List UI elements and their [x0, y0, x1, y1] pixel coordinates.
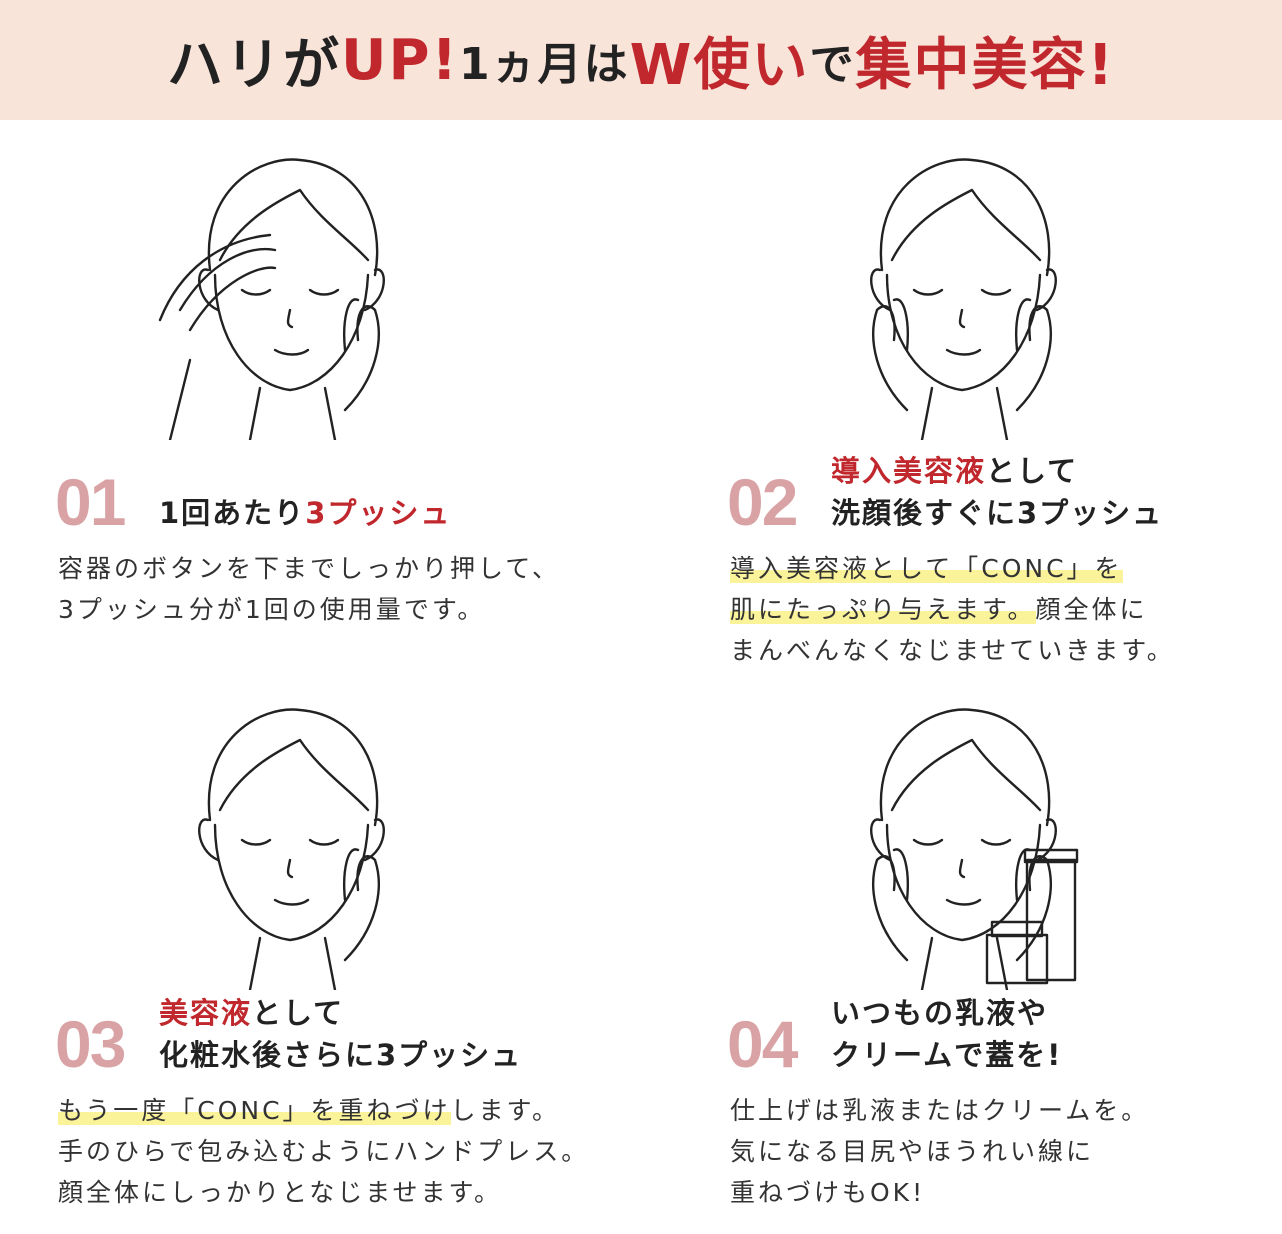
- title-text: 1回あたり: [159, 496, 306, 530]
- step-title: 美容液として化粧水後さらに3プッシュ: [159, 992, 522, 1076]
- description-line: もう一度「CONC」を重ねづけします。: [58, 1090, 589, 1131]
- left-hand: [158, 233, 277, 442]
- headline-segment: 1ヵ月は: [459, 39, 630, 90]
- title-text: クリームで蓋を!: [831, 1038, 1063, 1072]
- step-01: 01 1回あたり3プッシュ容器のボタンを下までしっかり押して、 3プッシュ分が1回の…: [55, 150, 655, 670]
- title-line: 美容液として: [159, 992, 522, 1034]
- description-text: します。: [450, 1096, 561, 1125]
- step-number: 04: [727, 1007, 798, 1081]
- title-line: 1回あたり3プッシュ: [159, 492, 451, 534]
- nose: [958, 858, 966, 879]
- mouth: [945, 348, 982, 356]
- headline-segment: で: [809, 39, 856, 90]
- hair-outline: [207, 708, 379, 827]
- eye-left: [912, 838, 944, 846]
- description-text: 気になる目尻やほうれい線に: [730, 1137, 1095, 1166]
- description-line: 3プッシュ分が1回の使用量です。: [58, 589, 560, 630]
- description-line: 気になる目尻やほうれい線に: [730, 1131, 1149, 1172]
- description-line: まんべんなくなじませていきます。: [730, 630, 1175, 671]
- step-number: 03: [55, 1007, 126, 1081]
- step-description: 仕上げは乳液またはクリームを。気になる目尻やほうれい線に重ねづけもOK!: [730, 1090, 1149, 1213]
- title-line: クリームで蓋を!: [831, 1034, 1062, 1076]
- hair-outline: [879, 708, 1051, 827]
- highlighted-text: 導入美容液として「CONC」を: [730, 554, 1123, 583]
- title-text: 洗顔後すぐに3プッシュ: [831, 496, 1164, 530]
- step-title: 導入美容液として洗顔後すぐに3プッシュ: [831, 450, 1163, 534]
- title-line: いつもの乳液や: [831, 992, 1062, 1034]
- eye-right: [980, 838, 1012, 846]
- face-illustration-both-hands-products: [822, 700, 1082, 992]
- headline-segment: W使い: [629, 32, 810, 98]
- description-text: 顔全体にしっかりとなじませます。: [58, 1178, 503, 1207]
- description-line: 手のひらで包み込むようにハンドプレス。: [58, 1131, 589, 1172]
- step-04: 04 いつもの乳液やクリームで蓋を! 仕上げは乳液またはクリームを。気になる目尻やほ…: [727, 700, 1282, 1220]
- hair-outline: [879, 158, 1051, 277]
- nose: [286, 858, 294, 879]
- step-title: いつもの乳液やクリームで蓋を!: [831, 992, 1062, 1076]
- step-description: 導入美容液として「CONC」を肌にたっぷり与えます。顔全体にまんべんなくなじませ…: [730, 548, 1175, 671]
- description-text: 手のひらで包み込むようにハンドプレス。: [58, 1137, 590, 1166]
- face-illustration-both-hands: [822, 150, 1082, 442]
- description-line: 容器のボタンを下までしっかり押して、: [58, 548, 560, 589]
- title-line: 化粧水後さらに3プッシュ: [159, 1034, 522, 1076]
- face-illustration-hand-eye: [150, 700, 410, 992]
- description-text: 仕上げは乳液またはクリームを。: [730, 1096, 1150, 1125]
- title-text: として: [252, 996, 345, 1030]
- mouth: [273, 898, 310, 906]
- title-text: いつもの乳液や: [831, 996, 1049, 1030]
- cream-tube: [1025, 858, 1077, 982]
- highlighted-text: 肌にたっぷり与えます。: [730, 595, 1036, 624]
- title-line: 洗顔後すぐに3プッシュ: [831, 492, 1163, 534]
- description-text: 3プッシュ分が1回の使用量です。: [58, 595, 486, 624]
- left-hand: [872, 298, 909, 412]
- headline-segment: ハリが: [166, 32, 341, 98]
- description-line: 仕上げは乳液またはクリームを。: [730, 1090, 1149, 1131]
- description-line: 顔全体にしっかりとなじませます。: [58, 1172, 589, 1213]
- step-number: 01: [55, 465, 126, 539]
- description-text: まんべんなくなじませていきます。: [730, 636, 1175, 665]
- hair-outline: [207, 158, 379, 277]
- description-line: 重ねづけもOK!: [730, 1172, 1149, 1213]
- eye-right: [308, 838, 340, 846]
- step-description: 容器のボタンを下までしっかり押して、 3プッシュ分が1回の使用量です。: [58, 548, 560, 630]
- title-emphasis: 美容液: [159, 996, 253, 1030]
- description-text: 重ねづけもOK!: [730, 1178, 926, 1207]
- headline-segment: UP!: [340, 27, 460, 93]
- title-emphasis: 3プッシュ: [305, 496, 452, 530]
- description-text: 容器のボタンを下までしっかり押して、: [58, 554, 561, 583]
- description-line: 導入美容液として「CONC」を: [730, 548, 1175, 589]
- left-hand: [872, 848, 909, 962]
- eye-left: [240, 838, 272, 846]
- mouth: [945, 898, 982, 906]
- eye-left: [240, 288, 272, 296]
- highlighted-text: もう一度「CONC」を重ねづけ: [58, 1096, 451, 1125]
- right-hand: [343, 298, 380, 412]
- right-hand: [1015, 298, 1052, 412]
- title-text: 化粧水後さらに3プッシュ: [159, 1038, 523, 1072]
- title-line: 導入美容液として: [831, 450, 1163, 492]
- title-text: として: [986, 454, 1079, 488]
- eye-right: [308, 288, 340, 296]
- right-hand: [343, 848, 380, 962]
- mouth: [273, 348, 310, 356]
- step-number: 02: [727, 465, 798, 539]
- step-description: もう一度「CONC」を重ねづけします。手のひらで包み込むようにハンドプレス。顔全…: [58, 1090, 589, 1213]
- headline-segment: 集中美容!: [855, 32, 1115, 98]
- title-emphasis: 導入美容液: [831, 454, 987, 488]
- step-title: 1回あたり3プッシュ: [159, 492, 451, 534]
- face-illustration-hand-forehead: [150, 150, 410, 442]
- step-03: 03 美容液として化粧水後さらに3プッシュもう一度「CONC」を重ねづけします。手…: [55, 700, 655, 1220]
- nose: [286, 308, 294, 329]
- eye-right: [980, 288, 1012, 296]
- description-line: 肌にたっぷり与えます。顔全体に: [730, 589, 1175, 630]
- eye-left: [912, 288, 944, 296]
- description-text: 顔全体に: [1035, 595, 1148, 624]
- nose: [958, 308, 966, 329]
